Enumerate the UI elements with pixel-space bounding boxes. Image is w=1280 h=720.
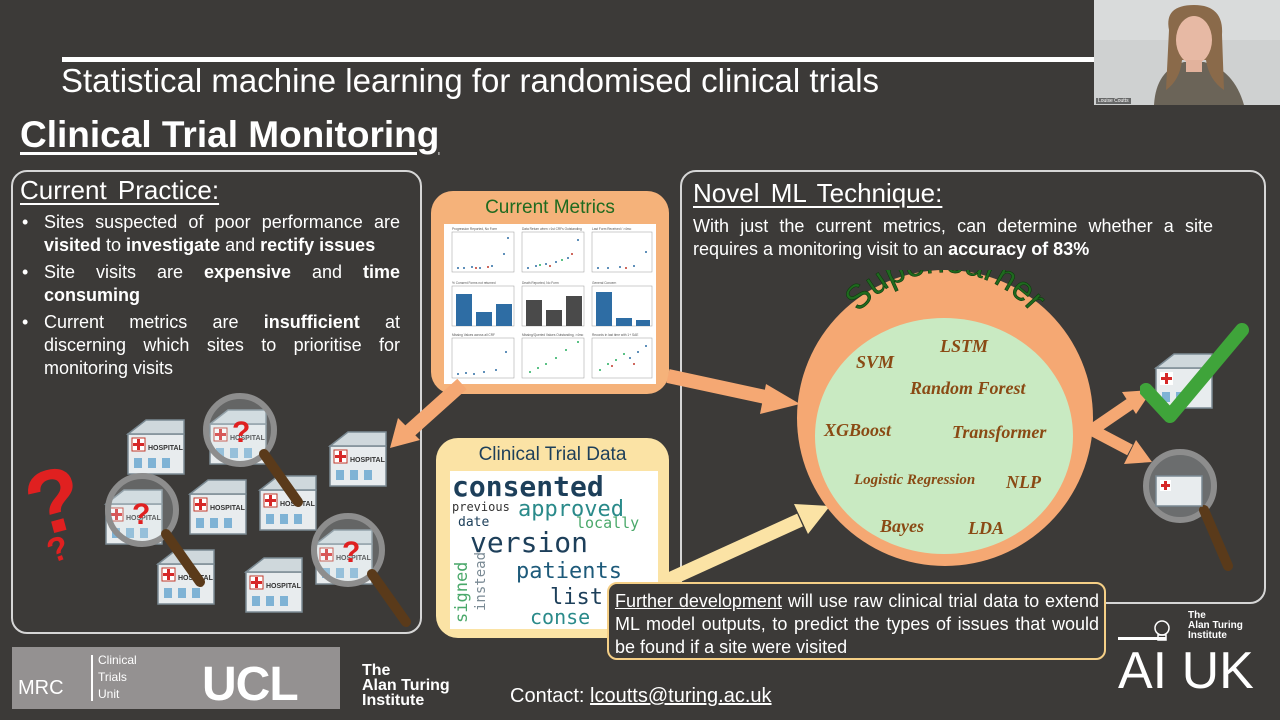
current-metrics-title: Current Metrics (485, 197, 615, 218)
section-title: Clinical Trial Monitoring (20, 114, 440, 155)
superlearner-inner (815, 318, 1073, 554)
word-cloud-word: conse (530, 605, 591, 629)
svg-text:Progression Reported, No Form: Progression Reported, No Form (452, 227, 498, 231)
mrc-logo-text: MRC (18, 677, 64, 699)
metrics-plots-grid: Progression Reported, No Form Data Retur… (444, 224, 656, 384)
word-cloud-word: patients (516, 559, 622, 584)
mrc-ucl-logo: MRC Clinical Trials Unit UCL (12, 647, 340, 711)
svg-text:?: ? (232, 416, 250, 449)
clinical-trial-data-title: Clinical Trial Data (478, 444, 627, 465)
svg-text:?: ? (132, 498, 150, 531)
svg-text:Superlearner: Superlearner (837, 270, 1053, 318)
aiuk-turing-text: The Alan Turing Institute (1188, 610, 1243, 641)
current-practice-heading: Current Practice: (20, 175, 220, 205)
novel-ml-description: With just the current metrics, can deter… (693, 216, 1213, 259)
metrics-thumbnail-chart: Progression Reported, No Form Data Retur… (451, 227, 653, 379)
word-cloud-word: previous (452, 500, 510, 514)
novel-ml-heading: Novel ML Technique: (693, 178, 943, 208)
presenter-video-icon (1094, 0, 1280, 105)
svg-text:?: ? (342, 536, 360, 569)
bullet-item: Current metrics are insufficient at disc… (20, 311, 400, 380)
current-practice-panel (11, 170, 422, 634)
word-cloud-word: date (458, 515, 490, 530)
further-development-lead: Further development (615, 591, 782, 611)
method-logistic-regression: Logistic Regression (854, 472, 976, 488)
checkmark-icon (1140, 323, 1249, 423)
svg-text:Records in last time with 1+ S: Records in last time with 1+ SAE (592, 333, 638, 337)
method-random-forest: Random Forest (910, 378, 1026, 398)
method-nlp: NLP (1006, 472, 1041, 492)
svg-text:Last Form Received / >4mo: Last Form Received / >4mo (592, 227, 631, 231)
svg-text:Missing Values across all CRF: Missing Values across all CRF (452, 333, 495, 337)
current-practice-bullets: Sites suspected of poor performance are … (20, 211, 400, 384)
contact-email-link[interactable]: lcoutts@turing.ac.uk (590, 685, 772, 707)
hospitals-illustration: HOSPITAL ? ? ? ? ? (20, 390, 415, 630)
contact-line: Contact: lcoutts@turing.ac.uk (510, 685, 772, 708)
word-cloud-word: consented (452, 471, 604, 503)
current-metrics-box: Current Metrics Progression Reported, No… (431, 191, 669, 394)
word-cloud-word: list (550, 585, 603, 610)
aiuk-logo: AI UK (1118, 642, 1254, 700)
ctu-logo-text: Clinical Trials Unit (98, 653, 137, 701)
presenter-webcam: Louise Coutts (1094, 0, 1280, 105)
arrow-icon (665, 504, 830, 587)
hospital-icon (1155, 475, 1203, 507)
word-cloud-word: version (470, 526, 589, 559)
arrow-icon (1089, 424, 1152, 464)
method-lda: LDA (968, 518, 1004, 538)
bullet-item: Site visits are expensive and time consu… (20, 261, 400, 307)
svg-text:General Concern: General Concern (592, 281, 617, 285)
svg-text:Missing/Queried Values Outstan: Missing/Queried Values Outstanding, >4mo (522, 333, 584, 337)
logo-divider (91, 655, 93, 701)
bullet-item: Sites suspected of poor performance are … (20, 211, 400, 257)
turing-logo: The Alan Turing Institute (362, 662, 450, 709)
magnifying-glass-icon (1143, 449, 1233, 571)
title-rule (62, 57, 1094, 62)
word-cloud-word: locally (576, 514, 640, 532)
ucl-logo-text: UCL (202, 658, 299, 711)
further-development-box: Further development will use raw clinica… (607, 582, 1106, 660)
method-transformer: Transformer (952, 422, 1047, 442)
svg-text:% Consent Forms not returned: % Consent Forms not returned (452, 281, 496, 285)
method-xgboost: XGBoost (824, 420, 892, 440)
svg-text:Death Reported, No Form: Death Reported, No Form (522, 281, 559, 285)
arrow-icon (666, 369, 800, 414)
slide-title: Statistical machine learning for randomi… (61, 62, 880, 99)
further-development-text: will use raw clinical trial data to exte… (615, 591, 1099, 657)
arrow-icon (390, 378, 467, 448)
svg-text:Data Return when >1st CRFs Out: Data Return when >1st CRFs Outstanding (522, 227, 582, 231)
aiuk-rule (1118, 637, 1166, 640)
method-svm: SVM (856, 352, 895, 372)
word-cloud-word: approved (518, 497, 624, 522)
method-bayes: Bayes (880, 516, 924, 536)
method-lstm: LSTM (940, 336, 989, 356)
contact-label: Contact: (510, 685, 585, 707)
outcome-illustration (1140, 323, 1249, 571)
superlearner-arc-label: Superlearner (837, 270, 1054, 318)
webcam-caption: Louise Coutts (1096, 98, 1131, 104)
